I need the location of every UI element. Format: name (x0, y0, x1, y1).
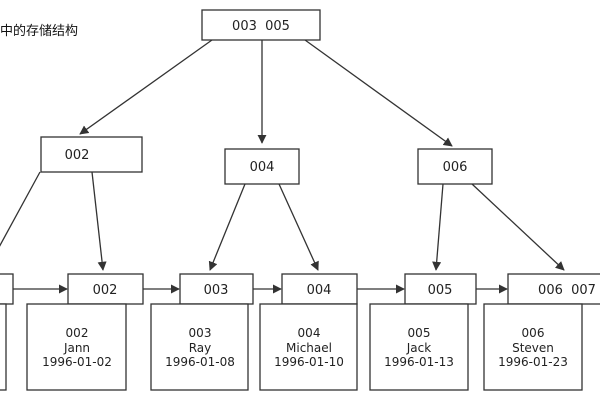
leaf-node-004: 004 (281, 273, 358, 305)
record-id: 006 (522, 326, 545, 340)
record-003: 003 Ray 1996-01-08 (150, 303, 249, 391)
internal-node-label: 006 (443, 160, 468, 175)
internal-node-label: 002 (65, 148, 90, 163)
internal-node-006: 006 (417, 148, 493, 185)
leaf-key-label: 004 (307, 283, 332, 298)
edge-004-to-leaf-004 (278, 183, 319, 271)
edge-004-to-leaf-003 (208, 183, 246, 271)
record-id: 004 (298, 326, 321, 340)
edge-002-to-left (0, 171, 41, 247)
record-date: 1996-01-13 (384, 355, 454, 369)
record-date: 1996-01-02 (42, 355, 112, 369)
diagram-caption: 中的存储结构 (0, 24, 79, 39)
edge-root-to-002 (79, 39, 213, 135)
record-name: Jack (406, 341, 431, 355)
internal-node-004: 004 (224, 148, 300, 185)
record-005: 005 Jack 1996-01-13 (369, 303, 469, 391)
leaf-node-partial (0, 273, 14, 391)
edge-006-to-leaf-005 (432, 183, 444, 271)
leaf-key-label: 002 (93, 283, 118, 298)
leaf-key-label: 003 (204, 283, 229, 298)
record-002: 002 Jann 1996-01-02 (26, 303, 127, 391)
edge-root-to-006 (304, 39, 453, 147)
edge-002-to-leaf-002 (91, 171, 107, 271)
leaf-node-006-007: 006 007 (507, 273, 600, 305)
record-name: Steven (512, 341, 554, 355)
record-date: 1996-01-23 (498, 355, 568, 369)
root-node: 003 005 (201, 9, 321, 41)
record-id: 003 (189, 326, 212, 340)
leaf-node-005: 005 (404, 273, 477, 305)
record-id: 002 (66, 326, 89, 340)
leaf-key-label: 006 007 (538, 283, 596, 298)
leaf-key-label: 005 (428, 283, 453, 298)
record-date: 1996-01-08 (165, 355, 235, 369)
record-name: Ray (189, 341, 212, 355)
leaf-node-003: 003 (179, 273, 254, 305)
internal-node-002: 002 (40, 136, 143, 173)
leaf-node-002: 002 (67, 273, 144, 305)
record-name: Michael (286, 341, 332, 355)
internal-node-label: 004 (250, 160, 275, 175)
edge-006-to-leaf-006 (471, 183, 565, 271)
record-004: 004 Michael 1996-01-10 (259, 303, 358, 391)
record-date: 1996-01-10 (274, 355, 344, 369)
root-node-label: 003 005 (232, 19, 290, 34)
record-006: 006 Steven 1996-01-23 (483, 303, 583, 391)
record-name: Jann (63, 341, 90, 355)
record-id: 005 (408, 326, 431, 340)
